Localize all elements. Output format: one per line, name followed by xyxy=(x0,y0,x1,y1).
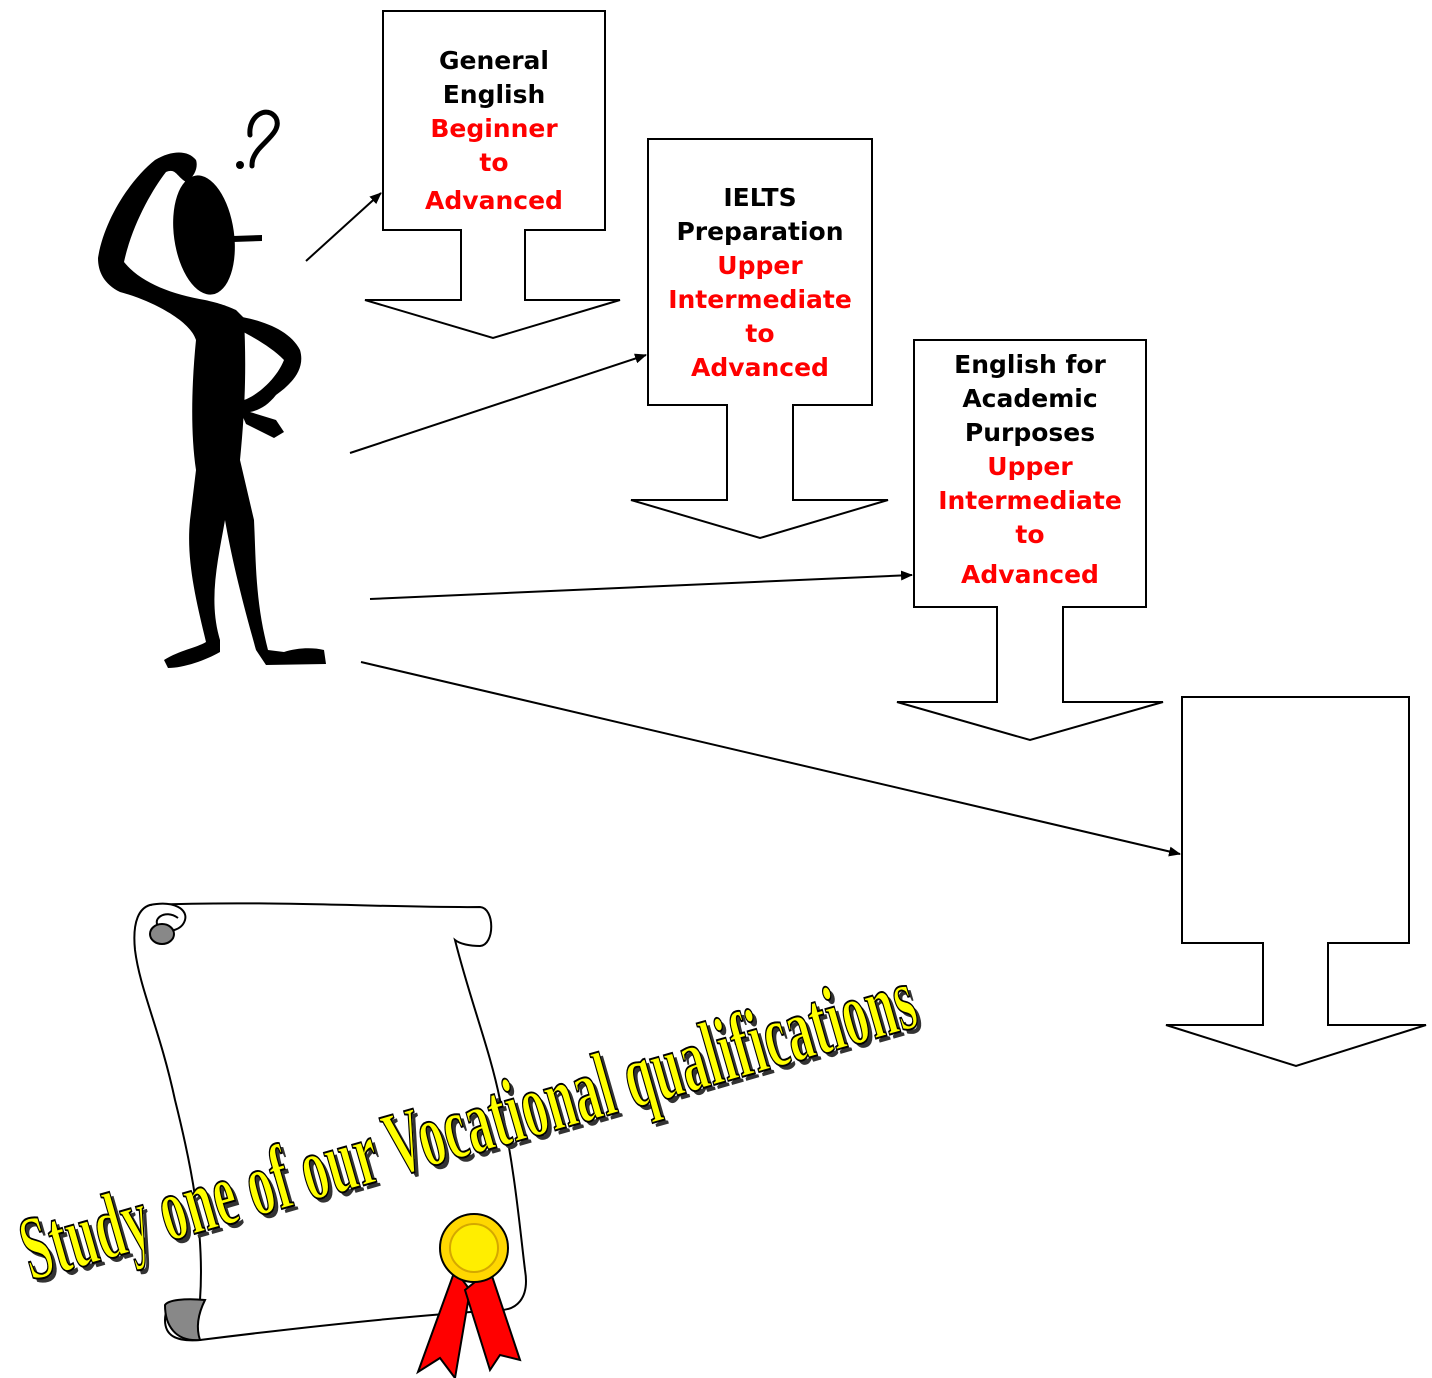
arrow-to-general-english xyxy=(306,193,381,261)
course-level-line: to xyxy=(383,146,605,180)
course-level-line: Intermediate xyxy=(914,484,1146,518)
course-title-line: English xyxy=(383,78,605,112)
course-title-line: General xyxy=(383,44,605,78)
course-title-line: IELTS xyxy=(648,181,872,215)
thinking-person-icon xyxy=(98,112,326,668)
course-level-line: Upper xyxy=(914,450,1146,484)
course-label-general-english: General English Beginner to Advanced xyxy=(383,44,605,218)
arrow-to-eap xyxy=(370,575,912,599)
course-level-line: to xyxy=(914,518,1146,552)
course-level-line: Upper xyxy=(648,249,872,283)
course-level-line: Advanced xyxy=(383,184,605,218)
course-title-line: Purposes xyxy=(914,416,1146,450)
course-title-line: Academic xyxy=(914,382,1146,416)
course-level-line: Beginner xyxy=(383,112,605,146)
course-label-eap: English for Academic Purposes Upper Inte… xyxy=(914,348,1146,592)
arrow-to-ielts xyxy=(350,355,646,453)
course-level-line: to xyxy=(648,317,872,351)
course-level-line: Intermediate xyxy=(648,283,872,317)
question-mark-icon xyxy=(250,112,277,166)
course-title-line: Preparation xyxy=(648,215,872,249)
course-level-line: Advanced xyxy=(914,558,1146,592)
course-label-ielts: IELTS Preparation Upper Intermediate to … xyxy=(648,181,872,385)
course-box-empty xyxy=(1166,697,1426,1066)
course-level-line: Advanced xyxy=(648,351,872,385)
course-title-line: English for xyxy=(914,348,1146,382)
